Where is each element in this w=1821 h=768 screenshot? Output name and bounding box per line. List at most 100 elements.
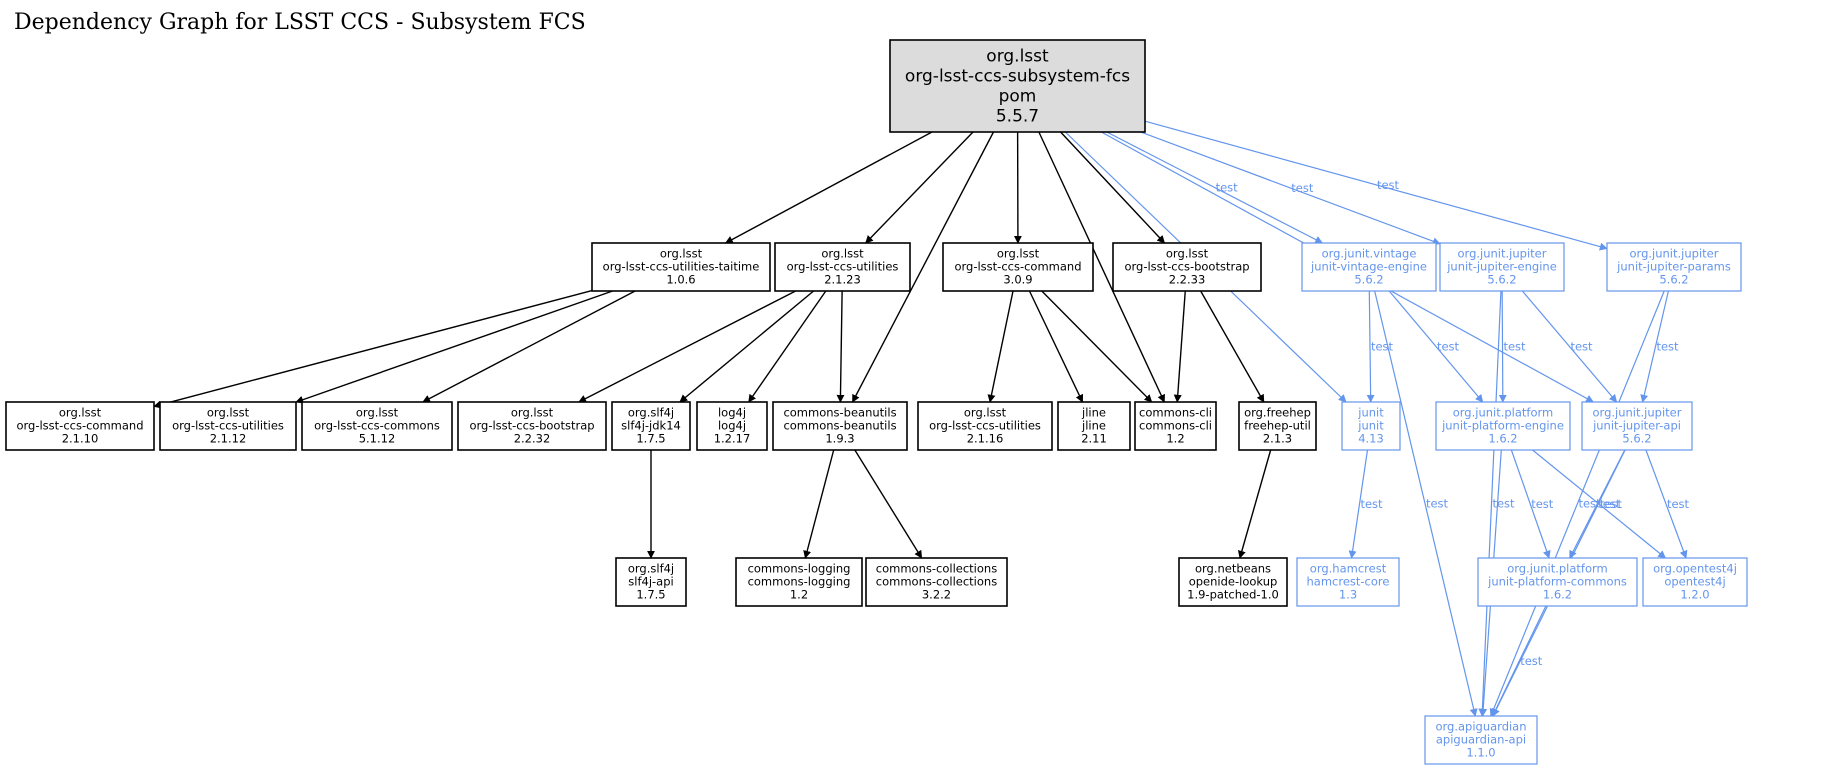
node-label-line: org.opentest4j [1653, 562, 1737, 576]
edge-platcommons-to-apiguardian [1492, 605, 1547, 717]
edge-taitime-to-commons5112 [422, 290, 636, 403]
edge-root-to-beanutils [851, 131, 995, 403]
edge-platengine-to-opentest4j [1532, 449, 1667, 559]
node-box [591, 242, 771, 292]
edge-jupparams-to-apiguardian [1489, 290, 1665, 717]
node-label-line: junit [1357, 406, 1384, 420]
edge-label-test: test [1377, 178, 1400, 192]
node-platcommons: org.junit.platformjunit-platform-commons… [1477, 557, 1638, 607]
node-box [917, 401, 1053, 451]
node-label-line: org.lsst [821, 247, 864, 261]
edge-vintage-to-junit [1366, 290, 1375, 403]
node-box [159, 401, 297, 451]
edge-jupapi-to-opentest4j [1645, 449, 1688, 559]
node-box [865, 557, 1008, 607]
node-label-line: 2.1.3 [1263, 432, 1292, 446]
node-box [942, 242, 1094, 292]
edge-boot2233-to-cli [1173, 290, 1186, 403]
node-openide: org.netbeansopenide-lookup1.9-patched-1.… [1178, 557, 1288, 607]
node-box [735, 557, 863, 607]
node-label-line: 2.2.33 [1169, 273, 1206, 287]
node-label-line: 1.9-patched-1.0 [1187, 588, 1279, 602]
node-box [774, 242, 911, 292]
node-label-line: org.lsst [660, 247, 703, 261]
edge-label-test: test [1570, 340, 1593, 354]
node-label-line: org.slf4j [628, 562, 674, 576]
node-label-line: junit-platform-commons [1487, 575, 1627, 589]
node-label-line: 1.9.3 [825, 432, 854, 446]
node-label-line: 1.1.0 [1466, 746, 1495, 760]
node-label-line: org.lsst [1166, 247, 1209, 261]
node-label-line: 5.1.12 [359, 432, 396, 446]
node-label-line: org-lsst-ccs-utilities-taitime [603, 260, 760, 274]
node-taitime: org.lsstorg-lsst-ccs-utilities-taitime1.… [591, 242, 771, 292]
node-label-line: log4j [718, 406, 746, 420]
edge-root-to-boot2233 [1060, 131, 1166, 244]
node-box [1134, 401, 1217, 451]
node-label-line: org.junit.platform [1453, 406, 1554, 420]
edge-beanutils-to-collections [854, 449, 923, 559]
node-label-line: opentest4j [1664, 575, 1725, 589]
edge-beanutils-to-logging [803, 449, 835, 559]
node-label-line: pom [999, 87, 1037, 107]
node-label-line: commons-collections [876, 575, 997, 589]
edge-label-test: test [1600, 497, 1623, 511]
node-label-line: 5.6.2 [1354, 273, 1383, 287]
node-label-line: commons-logging [748, 562, 851, 576]
edge-root-to-taitime [724, 131, 933, 244]
node-label-line: junit-jupiter-params [1616, 260, 1731, 274]
node-label-line: 1.6.2 [1488, 432, 1517, 446]
node-box [1238, 401, 1317, 451]
edge-cmd309-to-cli [1041, 290, 1153, 403]
nodes-layer: org.lsstorg-lsst-ccs-subsystem-fcspom5.5… [5, 39, 1748, 765]
node-label-line: org.apiguardian [1435, 720, 1526, 734]
edge-util2123-to-slf4jjdk [679, 290, 815, 403]
node-box [1435, 401, 1571, 451]
node-box [1296, 557, 1400, 607]
edge-taitime-to-cmd2110 [153, 289, 593, 409]
node-label-line: org.lsst [59, 406, 102, 420]
node-box [457, 401, 607, 451]
edge-jupparams-to-jupapi [1640, 290, 1669, 403]
node-label-line: 1.2 [1166, 432, 1184, 446]
node-label-line: 2.1.23 [824, 273, 861, 287]
node-label-line: org.junit.jupiter [1458, 247, 1547, 261]
edge-label-test: test [1667, 497, 1690, 511]
node-box [611, 401, 691, 451]
node-label-line: junit [1357, 419, 1384, 433]
node-label-line: org.junit.jupiter [1593, 406, 1682, 420]
edge-label-test: test [1216, 181, 1239, 195]
node-box [1439, 242, 1565, 292]
node-box [1477, 557, 1638, 607]
node-label-line: org-lsst-ccs-bootstrap [469, 419, 594, 433]
node-label-line: slf4j-api [628, 575, 673, 589]
edge-root-to-jupengine [1140, 131, 1441, 246]
node-box [1301, 242, 1437, 292]
node-label-line: org-lsst-ccs-bootstrap [1124, 260, 1249, 274]
node-label-line: org.lsst [986, 47, 1049, 67]
edge-label-test: test [1360, 497, 1383, 511]
node-collections: commons-collectionscommons-collections3.… [865, 557, 1008, 607]
graph-title: Dependency Graph for LSST CCS - Subsyste… [14, 10, 586, 35]
edge-taitime-to-util2112 [295, 290, 613, 404]
edge-vintage-to-apiguardian [1374, 290, 1478, 717]
edge-root-to-util2123 [865, 131, 974, 244]
edge-label-test: test [1437, 340, 1460, 354]
node-label-line: 1.0.6 [666, 273, 695, 287]
node-label-line: 2.2.32 [514, 432, 551, 446]
edge-jupengine-to-jupapi [1521, 290, 1618, 403]
edge-freehep-to-openide [1237, 449, 1272, 559]
node-label-line: 1.2 [790, 588, 808, 602]
node-label-line: 1.6.2 [1543, 588, 1572, 602]
